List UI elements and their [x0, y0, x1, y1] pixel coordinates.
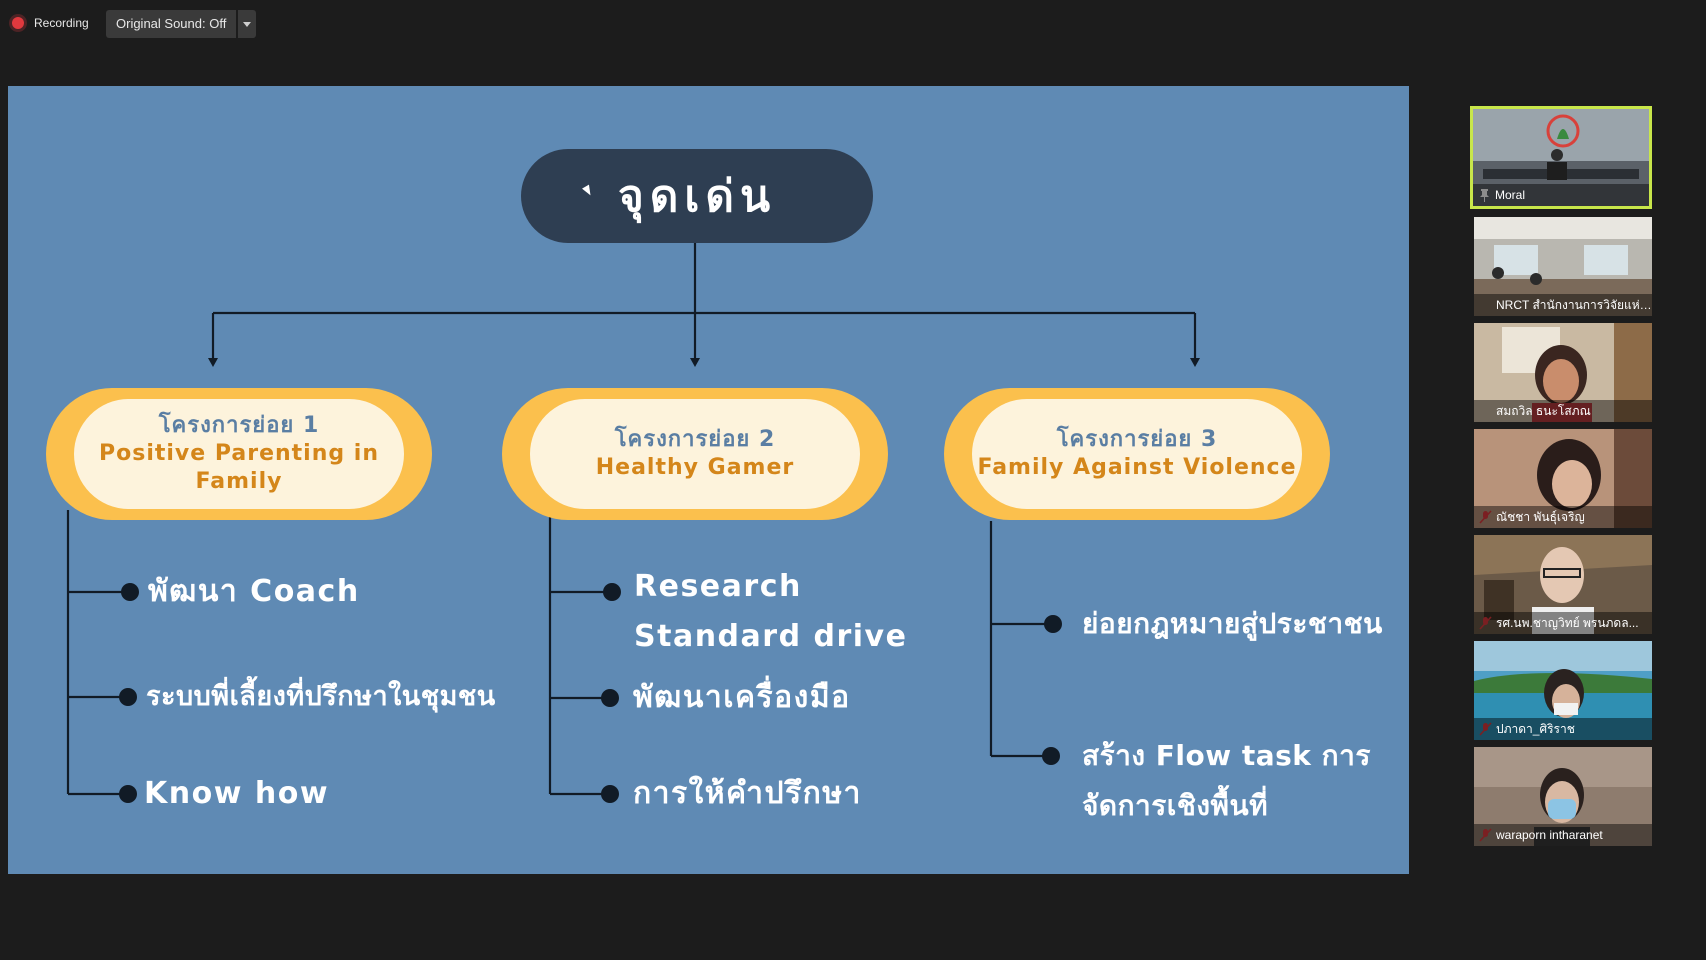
video-feed	[1474, 535, 1652, 634]
original-sound-button[interactable]: Original Sound: Off	[106, 10, 237, 38]
subproject-2-label: โครงการย่อย 2 Healthy Gamer	[530, 399, 860, 509]
participant-tile[interactable]: สมถวิล ธนะโสภณ	[1474, 323, 1652, 422]
participant-tile[interactable]: waraporn intharanet	[1474, 747, 1652, 846]
bullet-item: ย่อยกฎหมายสู่ประชาชน	[1082, 607, 1383, 640]
video-feed	[1474, 323, 1652, 422]
video-feed	[1473, 109, 1649, 206]
subproject-2-heading: โครงการย่อย 2	[614, 427, 776, 452]
original-sound-dropdown[interactable]	[238, 10, 257, 38]
subproject-1-name: Positive Parenting in Family	[99, 441, 379, 494]
video-feed	[1474, 641, 1652, 740]
subproject-2-name: Healthy Gamer	[595, 455, 795, 480]
participant-name: ณัชชา พันธุ์เจริญ	[1474, 506, 1652, 528]
video-feed	[1474, 429, 1652, 528]
subproject-3-name: Family Against Violence	[977, 455, 1297, 480]
recording-label: Recording	[34, 16, 89, 30]
pin-icon	[1480, 189, 1489, 202]
participant-name: NRCT สำนักงานการวิจัยแห่งช...	[1474, 294, 1652, 316]
participant-tile[interactable]: NRCT สำนักงานการวิจัยแห่งช...	[1474, 217, 1652, 316]
subproject-3-label: โครงการย่อย 3 Family Against Violence	[972, 399, 1302, 509]
subproject-1-label: โครงการย่อย 1 Positive Parenting in Fami…	[74, 399, 404, 509]
bullet-item: การให้คำปรึกษา	[633, 776, 862, 811]
chevron-down-icon	[243, 21, 252, 27]
participant-name: รศ.นพ.ชาญวิทย์ พรนภดล...	[1474, 612, 1652, 634]
participant-name: Moral	[1473, 184, 1649, 206]
original-sound-control[interactable]: Original Sound: Off	[106, 10, 257, 38]
slide-connectors	[66, 243, 1200, 803]
mic-muted-icon	[1479, 510, 1492, 524]
subproject-1-heading: โครงการย่อย 1	[158, 413, 320, 438]
participant-tile[interactable]: ณัชชา พันธุ์เจริญ	[1474, 429, 1652, 528]
recording-dot-icon	[12, 17, 24, 29]
subproject-1: โครงการย่อย 1 Positive Parenting in Fami…	[46, 388, 432, 520]
bullet-item: Know how	[144, 776, 330, 811]
shared-screen-slide: จุดเด่น โครงการย่อย 1 Positive Parenting…	[8, 86, 1409, 874]
slide-title: จุดเด่น	[521, 149, 873, 243]
recording-indicator[interactable]: Recording	[12, 12, 89, 34]
mic-muted-icon	[1479, 828, 1492, 842]
participant-name: สมถวิล ธนะโสภณ	[1474, 400, 1652, 422]
participant-tile[interactable]: ปภาดา_ศิริราช	[1474, 641, 1652, 740]
video-feed	[1474, 217, 1652, 316]
participant-tile-moral[interactable]: Moral	[1470, 106, 1652, 209]
participant-name: ปภาดา_ศิริราช	[1474, 718, 1652, 740]
participant-name: waraporn intharanet	[1474, 824, 1652, 846]
bullet-item: พัฒนาเครื่องมือ	[633, 680, 851, 715]
subproject-3: โครงการย่อย 3 Family Against Violence	[944, 388, 1330, 520]
meeting-toolbar: Recording Original Sound: Off	[0, 0, 1706, 48]
mic-muted-icon	[1479, 616, 1492, 630]
subproject-2: โครงการย่อย 2 Healthy Gamer	[502, 388, 888, 520]
mic-muted-icon	[1479, 722, 1492, 736]
bullet-item: สร้าง Flow task การจัดการเชิงพื้นที่	[1082, 739, 1371, 822]
bullet-item: ระบบพี่เลี้ยงที่ปรึกษาในชุมชน	[146, 681, 496, 712]
subproject-3-heading: โครงการย่อย 3	[1056, 427, 1218, 452]
video-feed	[1474, 747, 1652, 846]
slide-title-text: จุดเด่น	[617, 171, 777, 222]
bullet-item: Research Standard drive	[634, 569, 908, 654]
participant-tile[interactable]: รศ.นพ.ชาญวิทย์ พรนภดล...	[1474, 535, 1652, 634]
bullet-item: พัฒนา Coach	[148, 574, 360, 609]
